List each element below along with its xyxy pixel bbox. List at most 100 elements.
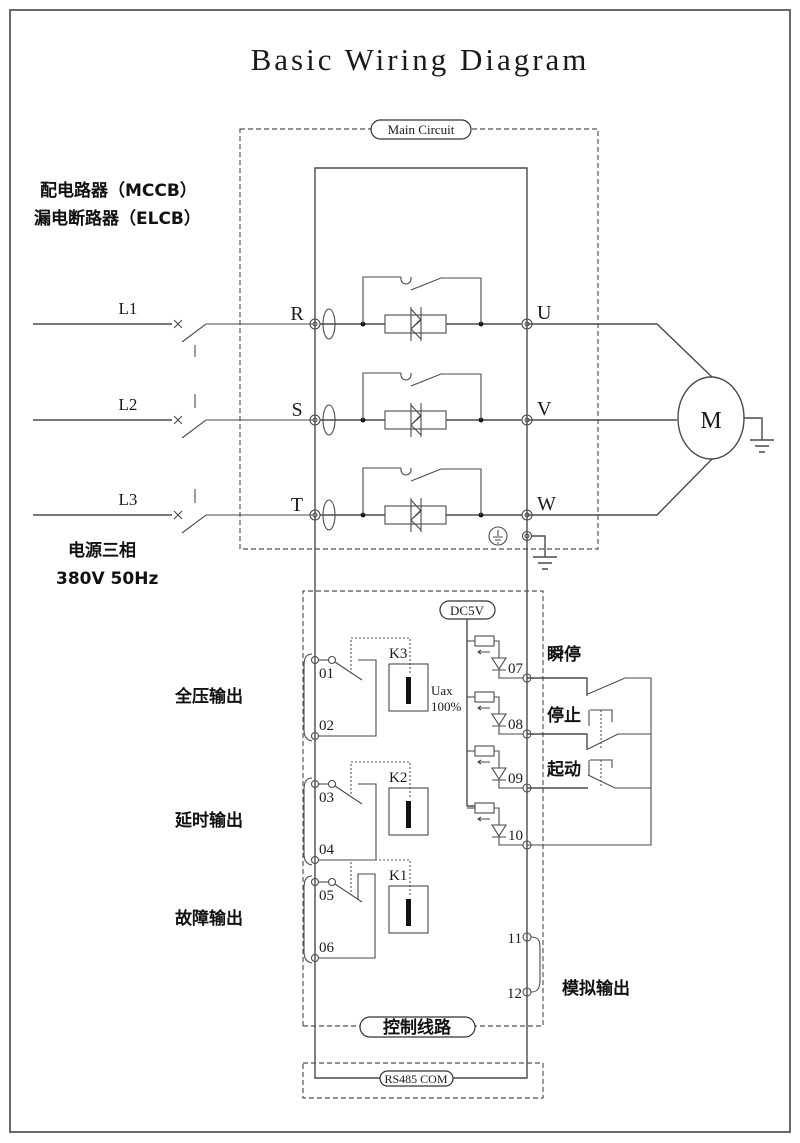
dc5v-label: DC5V [450, 603, 485, 618]
relay-coil [388, 663, 429, 712]
line-label: L1 [119, 299, 138, 318]
bypass-bus [314, 167, 528, 325]
relay-terminal-a: 05 [319, 888, 334, 904]
rs485-label: RS485 COM [384, 1072, 447, 1086]
input-terminal-label: S [291, 399, 302, 421]
relay-contact [334, 785, 363, 805]
line-label: L3 [119, 490, 138, 509]
relay-k1: 05 06 K1 故障输出 [175, 859, 429, 964]
relay-terminal-a: 03 [319, 790, 334, 806]
relay-output-label: 全压输出 [174, 686, 243, 707]
earth-ground-icon [533, 556, 557, 570]
coil-bar-icon [406, 801, 411, 828]
phase-l1: L1 R U [33, 276, 552, 357]
control-circuit-label: 控制线路 [383, 1017, 452, 1038]
ground-terminal [488, 526, 557, 570]
relay-terminal-a: 01 [319, 666, 334, 682]
analog-output: 11 12 模拟输出 [507, 931, 630, 1002]
led-diode-icon [490, 650, 523, 679]
dc5v-supply: DC5V [439, 600, 496, 807]
stop-switch [587, 733, 651, 750]
control-circuit-box: 控制线路 [302, 590, 544, 1038]
relay-coil [388, 885, 429, 934]
breaker-cross-icon [173, 510, 183, 520]
resistor-icon [474, 691, 495, 703]
power-voltage-label: 380V 50Hz [56, 569, 158, 589]
relay-name: K2 [389, 770, 407, 786]
relay-terminal-b: 06 [319, 940, 335, 956]
relay-terminal-b: 02 [319, 718, 334, 734]
relay-name: K1 [389, 868, 407, 884]
dc5v-rail [466, 619, 475, 807]
breaker-cross-icon [173, 415, 183, 425]
motor-ground-icon [744, 417, 774, 453]
uax-percent: 100% [431, 699, 462, 714]
relay-coil [388, 787, 429, 836]
input-function-label: 瞬停 [547, 644, 581, 665]
input-terminal-number: 09 [508, 771, 523, 787]
led-diode-icon [490, 706, 523, 735]
motor: M [527, 323, 774, 516]
phase-l2: L2 S V [33, 372, 552, 439]
resistor-icon [474, 802, 495, 814]
terminal-12: 12 [507, 986, 522, 1002]
control-circuit-pill [359, 1016, 476, 1038]
relay-output-label: 故障输出 [175, 908, 243, 929]
relay-contact [334, 661, 363, 681]
diagram-title: Basic Wiring Diagram [251, 42, 590, 77]
output-terminal-label: U [537, 302, 552, 324]
input-terminal-number: 10 [508, 828, 523, 844]
control-power-loop [314, 325, 528, 1079]
input-10: 10 [467, 802, 532, 850]
led-diode-icon [490, 760, 523, 789]
terminal-11: 11 [508, 931, 522, 947]
input-08: 08 停止 [467, 691, 581, 739]
start-switch [587, 774, 651, 789]
breaker-blade [181, 514, 313, 534]
motor-lead-u [527, 323, 713, 378]
breaker-blade [181, 419, 313, 439]
motor-lead-w [527, 458, 713, 516]
output-terminal-label: W [537, 493, 556, 515]
relay-output-label: 延时输出 [174, 810, 243, 831]
output-terminal-label: V [537, 398, 552, 420]
rs485-pill [379, 1070, 454, 1087]
instant-stop-switch [527, 677, 652, 846]
outer-frame [9, 9, 791, 1133]
breaker-cross-icon [173, 319, 183, 329]
coil-bar-icon [406, 899, 411, 926]
main-circuit-label: Main Circuit [388, 122, 455, 137]
main-circuit-pill [370, 119, 472, 140]
mccb-label: 配电路器（MCCB） [40, 180, 197, 201]
input-07: 07 瞬停 [467, 635, 581, 683]
elcb-label: 漏电断路器（ELCB） [34, 208, 201, 229]
input-function-label: 停止 [547, 705, 581, 726]
ground-symbol-icon [488, 526, 508, 546]
led-diode-icon [490, 817, 523, 846]
resistor-icon [474, 635, 495, 647]
bypass-contactor [362, 467, 401, 515]
input-function-label: 起动 [546, 759, 581, 780]
thyristor-icon [410, 498, 422, 532]
power-phase-label: 电源三相 [68, 540, 136, 561]
rs485-box: RS485 COM [302, 1062, 544, 1099]
input-terminal-number: 08 [508, 717, 523, 733]
bypass-contactor [362, 276, 401, 324]
thyristor-icon [410, 307, 422, 341]
relay-name: K3 [389, 646, 407, 662]
thyristor-icon [410, 403, 422, 437]
bypass-contactor [362, 372, 401, 420]
input-terminal-label: R [290, 303, 304, 325]
input-terminal-number: 07 [508, 661, 524, 677]
external-switches [527, 677, 652, 846]
line-label: L2 [119, 395, 138, 414]
input-09: 09 起动 [467, 745, 581, 793]
breaker-blade [181, 323, 313, 343]
motor-label: M [700, 408, 721, 434]
analog-output-label: 模拟输出 [562, 978, 630, 999]
main-circuit-box: Main Circuit [239, 119, 599, 550]
